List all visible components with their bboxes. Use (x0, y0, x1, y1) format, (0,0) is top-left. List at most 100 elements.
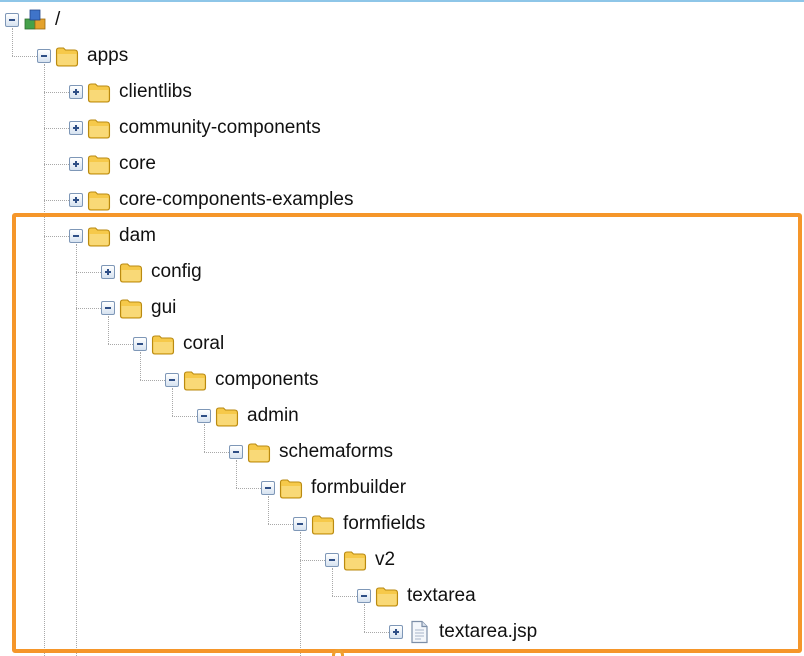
tree-node-label[interactable]: / (55, 9, 61, 30)
tree-node-label[interactable]: formfields (343, 513, 426, 534)
tree-node-label[interactable]: gui (151, 297, 177, 318)
tree-node-core-components-examples[interactable]: core-components-examples (69, 182, 355, 218)
tree-guide-line (236, 460, 237, 488)
tree-branch-line (108, 344, 133, 345)
collapse-icon[interactable] (261, 481, 275, 495)
tree-node-coral[interactable]: coral (133, 326, 226, 362)
collapse-icon[interactable] (197, 409, 211, 423)
tree-branch-line (364, 632, 389, 633)
tree-guide-line (268, 496, 269, 524)
tree-node-config[interactable]: config (101, 254, 204, 290)
tree-node-clientlibs[interactable]: clientlibs (69, 74, 194, 110)
tree-node-label[interactable]: coral (183, 333, 225, 354)
tree-node-label[interactable]: admin (247, 405, 299, 426)
tree-guide-line (332, 568, 333, 596)
tree-node-label[interactable]: components (215, 369, 319, 390)
collapse-icon[interactable] (37, 49, 51, 63)
tree-branch-line (172, 416, 197, 417)
tree-branch-line (12, 56, 37, 57)
expand-icon[interactable] (69, 85, 83, 99)
tree-guide-line (204, 424, 205, 452)
tree-node-core[interactable]: core (69, 146, 158, 182)
tree-node-apps[interactable]: apps (37, 38, 130, 74)
tree-node-label[interactable]: textarea (407, 585, 476, 606)
tree-branch-line (140, 380, 165, 381)
tree-guide-line (12, 28, 13, 56)
collapse-icon[interactable] (293, 517, 307, 531)
collapse-icon[interactable] (325, 553, 339, 567)
tree-branch-line (300, 560, 325, 561)
folder-icon (87, 80, 111, 104)
collapse-icon[interactable] (133, 337, 147, 351)
folder-icon (215, 404, 239, 428)
folder-icon (87, 152, 111, 176)
tree-node-label[interactable]: config (151, 261, 202, 282)
folder-icon (87, 188, 111, 212)
tree-guide-line-continued (44, 64, 45, 656)
tree-node-formbuilder[interactable]: formbuilder (261, 470, 408, 506)
tree-node-label[interactable]: dam (119, 225, 156, 246)
tree-branch-line (236, 488, 261, 489)
expand-icon[interactable] (69, 193, 83, 207)
tree-node-components[interactable]: components (165, 362, 321, 398)
tree-branch-line (44, 236, 69, 237)
tree-node-schemaforms[interactable]: schemaforms (229, 434, 395, 470)
tree-node-root[interactable]: / (5, 2, 62, 38)
folder-icon (247, 440, 271, 464)
tree-node-formfields[interactable]: formfields (293, 506, 427, 542)
tree-branch-line (204, 452, 229, 453)
folder-icon (183, 368, 207, 392)
tree-guide-line-continued (76, 244, 77, 656)
tree-guide-line (364, 604, 365, 632)
tree-node-gui[interactable]: gui (101, 290, 178, 326)
folder-icon (119, 260, 143, 284)
tree-node-label[interactable]: clientlibs (119, 81, 192, 102)
tree-node-label[interactable]: apps (87, 45, 129, 66)
tree-branch-line (44, 200, 69, 201)
tree-node-label[interactable]: schemaforms (279, 441, 394, 462)
folder-icon (343, 548, 367, 572)
expand-icon[interactable] (389, 625, 403, 639)
folder-icon (87, 224, 111, 248)
expand-icon[interactable] (101, 265, 115, 279)
repository-root-icon (23, 8, 47, 32)
tree-guide-line (140, 352, 141, 380)
expand-icon[interactable] (69, 121, 83, 135)
tree-node-v2[interactable]: v2 (325, 542, 397, 578)
collapse-icon[interactable] (5, 13, 19, 27)
tree-node-textarea[interactable]: textarea (357, 578, 478, 614)
tree-node-label[interactable]: community-components (119, 117, 321, 138)
tree-branch-line (44, 92, 69, 93)
tree-branch-line (268, 524, 293, 525)
top-border-line (0, 0, 804, 2)
folder-icon (151, 332, 175, 356)
tree-node-label[interactable]: v2 (375, 549, 396, 570)
partially-visible-folder-icon (332, 649, 344, 656)
folder-icon (311, 512, 335, 536)
tree-node-label[interactable]: core-components-examples (119, 189, 354, 210)
tree-node-label[interactable]: formbuilder (311, 477, 407, 498)
file-icon (407, 620, 431, 644)
tree-branch-line (44, 164, 69, 165)
folder-icon (375, 584, 399, 608)
tree-node-label[interactable]: textarea.jsp (439, 621, 538, 642)
tree-branch-line (332, 596, 357, 597)
tree-node-textarea-jsp[interactable]: textarea.jsp (389, 614, 539, 650)
tree-branch-line (44, 128, 69, 129)
tree-branch-line (76, 308, 101, 309)
collapse-icon[interactable] (69, 229, 83, 243)
collapse-icon[interactable] (229, 445, 243, 459)
folder-icon (87, 116, 111, 140)
collapse-icon[interactable] (101, 301, 115, 315)
tree-node-label[interactable]: core (119, 153, 156, 174)
collapse-icon[interactable] (357, 589, 371, 603)
tree-node-community-components[interactable]: community-components (69, 110, 323, 146)
collapse-icon[interactable] (165, 373, 179, 387)
tree-node-dam[interactable]: dam (69, 218, 158, 254)
folder-icon (55, 44, 79, 68)
folder-icon (119, 296, 143, 320)
tree-guide-line (108, 316, 109, 344)
expand-icon[interactable] (69, 157, 83, 171)
tree-node-admin[interactable]: admin (197, 398, 301, 434)
tree-guide-line-continued (300, 532, 301, 656)
